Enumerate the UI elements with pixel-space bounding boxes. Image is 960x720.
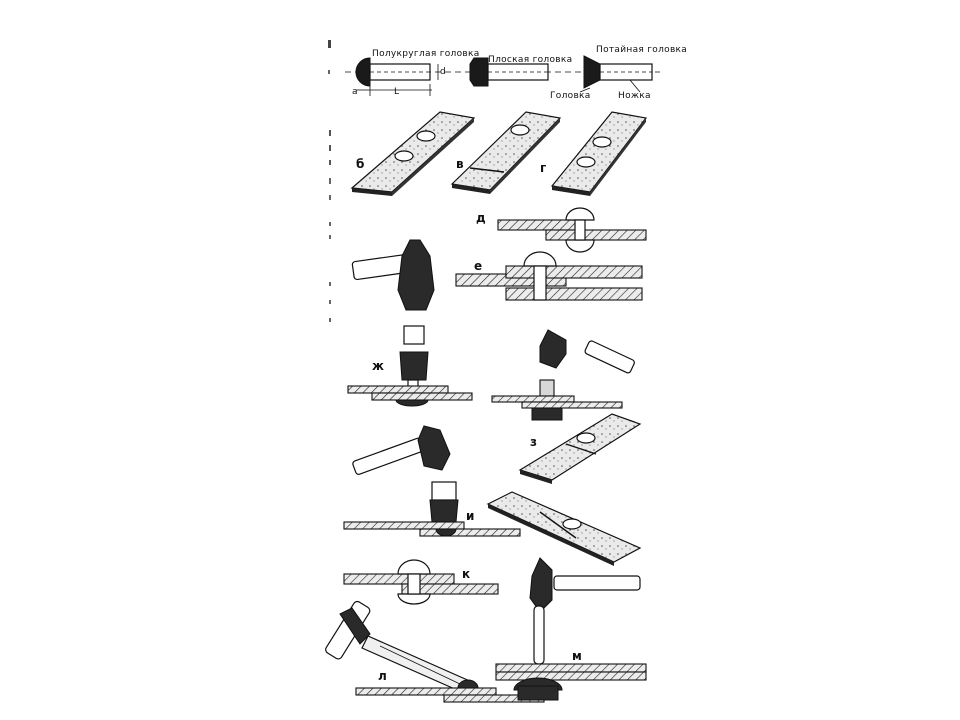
section-zh — [347, 325, 473, 407]
semicircular-head-rivet — [355, 57, 439, 96]
section-m — [495, 605, 647, 701]
dimension-l-label: L — [394, 87, 399, 97]
label-v: в — [456, 157, 464, 171]
label-zh: ж — [372, 359, 384, 373]
semicircular-head-label: Полукруглая головка — [372, 49, 480, 59]
flat-head-rivet — [469, 57, 549, 87]
countersunk-head-rivet — [579, 55, 653, 93]
plate-b — [350, 111, 476, 196]
shank-label: Ножка — [618, 91, 651, 101]
countersunk-head-label: Потайная головка — [596, 45, 687, 55]
label-b: б — [356, 157, 364, 171]
label-e: е — [474, 259, 482, 273]
dimension-a-label: а — [352, 87, 358, 97]
dimension-d-label: d — [440, 67, 446, 77]
hammer-illustration-1 — [351, 239, 435, 311]
hammer-illustration-2 — [352, 425, 451, 475]
section-z — [491, 329, 642, 484]
section-i — [343, 481, 642, 566]
label-d: д — [476, 211, 486, 225]
label-g: г — [540, 161, 546, 175]
scan-edge-marks — [328, 40, 331, 322]
label-i: и — [466, 509, 474, 523]
section-k — [343, 559, 499, 605]
section-l — [325, 600, 545, 703]
label-k: к — [462, 567, 470, 581]
rivet-types-row: Полукруглая головка а L d Плоская головк… — [345, 45, 687, 101]
section-d — [497, 207, 647, 253]
section-e — [455, 251, 643, 301]
hammer-illustration-3 — [529, 557, 641, 613]
label-l: л — [378, 669, 387, 683]
label-m: м — [572, 649, 582, 663]
joint-plates-row: б в г — [350, 111, 648, 196]
head-label: Головка — [550, 91, 591, 101]
plate-g — [550, 111, 648, 196]
plate-v — [450, 111, 562, 194]
flat-head-label: Плоская головка — [488, 55, 572, 65]
label-z: з — [530, 435, 537, 449]
